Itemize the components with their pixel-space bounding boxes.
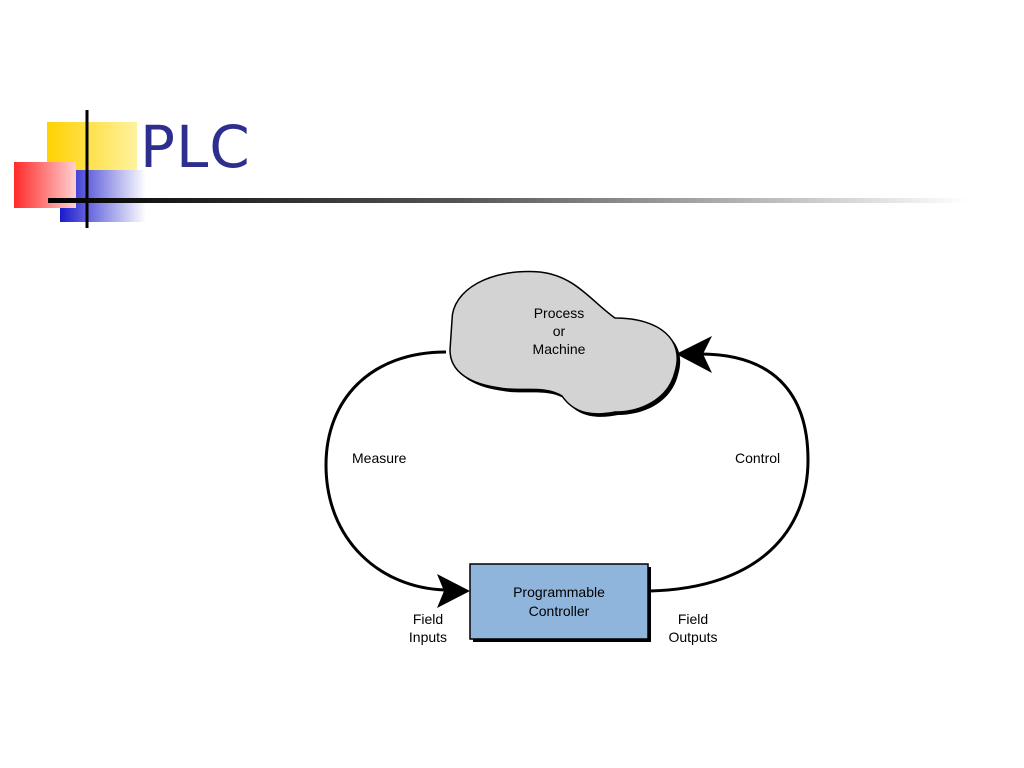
measure-loop-line — [324, 350, 447, 592]
control-loop-line — [649, 352, 810, 593]
field-inputs-line-1: Field — [413, 611, 443, 627]
controller-label-line-2: Controller — [529, 603, 590, 619]
process-label-line-3: Machine — [533, 341, 586, 357]
title-underline — [48, 198, 968, 203]
measure-label: Measure — [352, 450, 407, 466]
control-arrowhead — [676, 336, 712, 373]
field-outputs-line-2: Outputs — [668, 629, 717, 645]
field-inputs-line-2: Inputs — [409, 629, 447, 645]
field-outputs-line-1: Field — [678, 611, 708, 627]
controller-label-line-1: Programmable — [513, 584, 605, 600]
control-label: Control — [735, 450, 780, 466]
measure-arrowhead — [437, 574, 470, 608]
process-cloud: Process or Machine — [449, 270, 681, 417]
controller-box-body — [469, 563, 649, 640]
slide-title: PLC — [140, 113, 251, 181]
cloud-shape — [449, 270, 678, 415]
controller-box: Programmable Controller — [469, 563, 651, 642]
title-decoration — [14, 110, 968, 228]
process-label-line-2: or — [553, 323, 566, 339]
process-label-line-1: Process — [534, 305, 585, 321]
